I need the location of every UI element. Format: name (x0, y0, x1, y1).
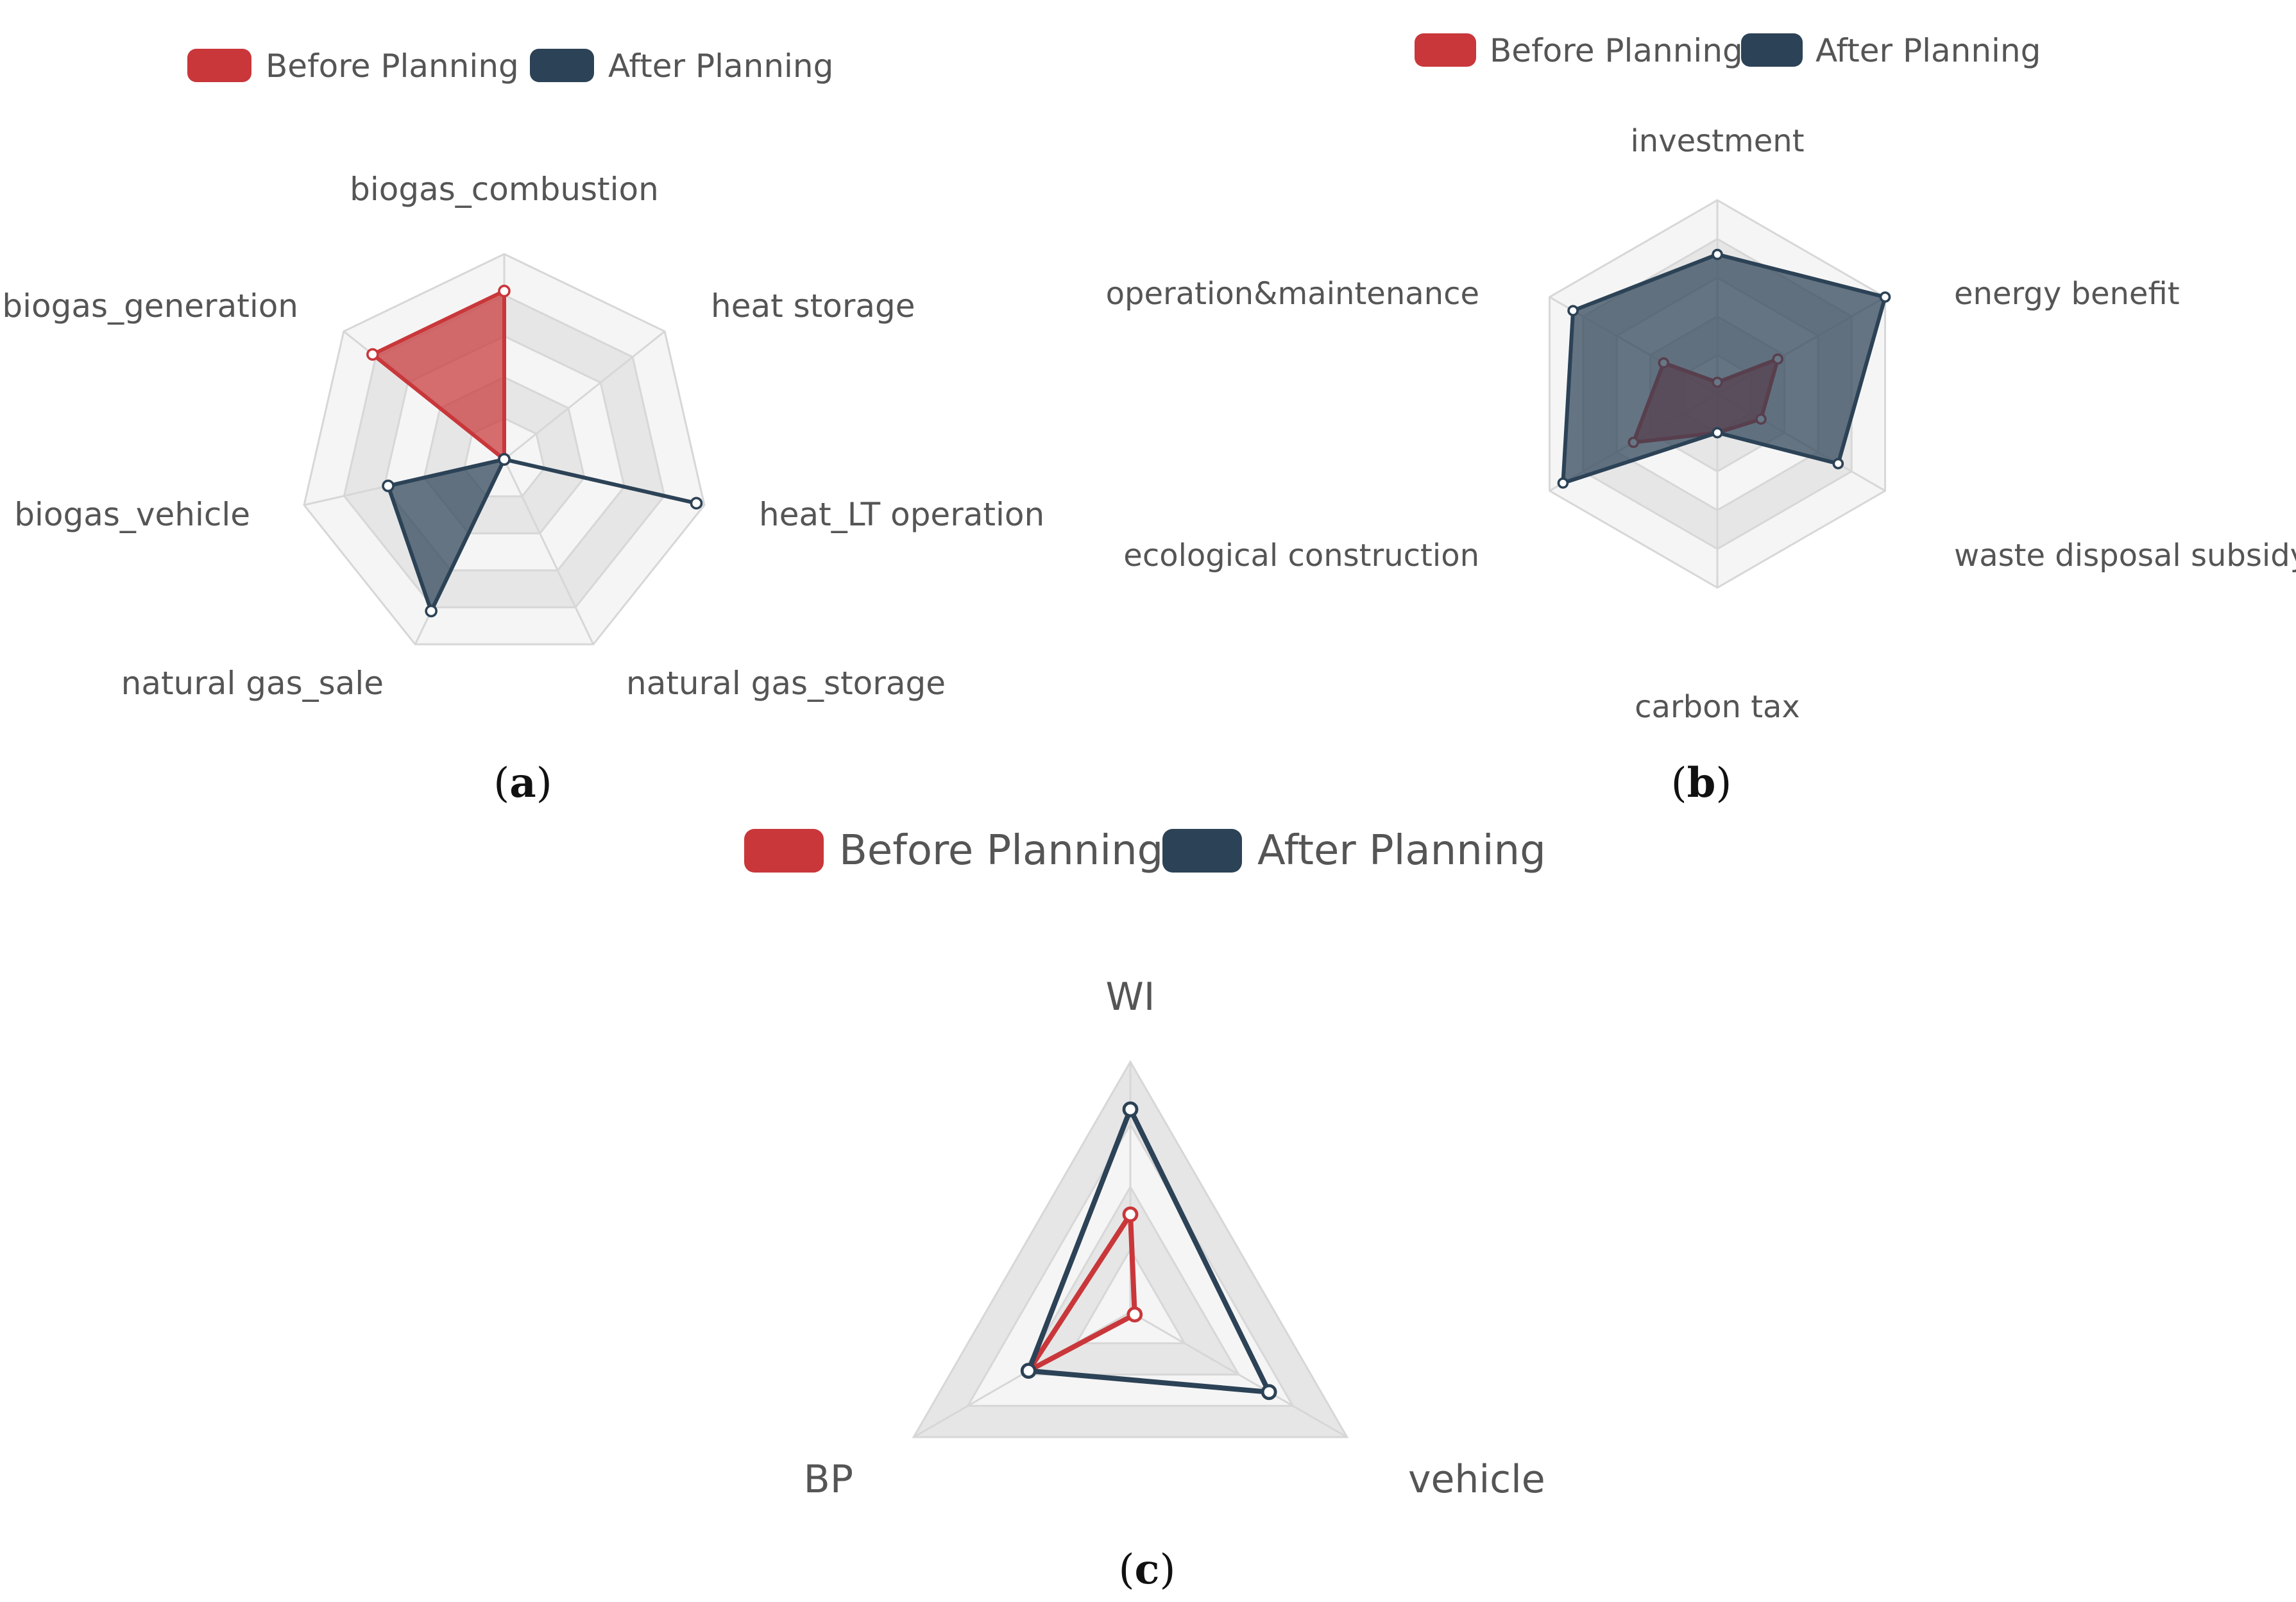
axis-labels-c: WI vehicle BP (804, 975, 1545, 1502)
series-area-before-a (370, 289, 506, 461)
radar-series-a (366, 284, 703, 618)
legend-swatch-after-c (1162, 829, 1242, 873)
axis-label-b-3: carbon tax (1635, 689, 1800, 725)
axis-label-a-2: heat_LT operation (759, 496, 1044, 533)
axis-labels-b: investment energy benefit waste disposal… (1106, 123, 2296, 725)
legend-label-before-c: Before Planning (839, 827, 1163, 874)
legend-swatch-before-c (744, 829, 824, 873)
data-point-after-b-1 (1879, 291, 1891, 303)
data-point-after-a-2 (690, 497, 703, 510)
data-point-after-a-6 (498, 453, 511, 466)
data-point-after-b-5 (1567, 305, 1579, 316)
data-point-after-c-1 (1261, 1384, 1277, 1401)
panel-caption-b: (b) (1671, 759, 1732, 807)
data-point-before-c-0 (1122, 1206, 1139, 1223)
data-point-after-a-4 (425, 604, 438, 618)
legend-swatch-before-a (187, 49, 251, 82)
axis-label-a-4: natural gas_sale (121, 665, 384, 702)
data-point-after-b-4 (1557, 477, 1569, 489)
legend-label-after-b: After Planning (1816, 32, 2041, 69)
axis-label-c-0: WI (1105, 975, 1155, 1019)
radar-series-c (1020, 1101, 1277, 1401)
series-area-after-a (386, 457, 699, 613)
legend-a: Before Planning After Planning (187, 47, 833, 85)
legend-swatch-after-a (530, 49, 594, 82)
radar-series-b (1557, 248, 1891, 489)
data-point-after-a-5 (382, 479, 395, 493)
data-point-after-c-0 (1122, 1101, 1139, 1118)
legend-label-after-a: After Planning (608, 47, 833, 85)
axis-label-b-0: investment (1630, 123, 1804, 159)
axis-label-c-2: BP (804, 1457, 853, 1502)
data-point-after-b-0 (1712, 248, 1723, 260)
data-point-after-b-3 (1712, 427, 1723, 439)
axis-label-a-0: biogas_combustion (350, 171, 659, 208)
axis-label-b-1: energy benefit (1954, 276, 2180, 312)
radar-panel-c: Before Planning After Planning WI vehicl… (744, 827, 1546, 1594)
grid-spoke-a-3 (503, 459, 595, 645)
panel-caption-letter-a: a (509, 759, 536, 807)
grid-spoke-a-1 (504, 330, 666, 461)
legend-label-before-b: Before Planning (1490, 32, 1743, 69)
radar-panel-b: Before Planning After Planning investmen… (1106, 32, 2296, 807)
data-point-after-c-2 (1020, 1363, 1037, 1379)
panel-caption-letter-b: b (1687, 759, 1716, 807)
legend-label-after-c: After Planning (1257, 827, 1546, 874)
legend-swatch-after-b (1741, 33, 1803, 67)
radar-panel-a: Before Planning After Planning biogas_co… (2, 47, 1044, 807)
axis-label-b-4: ecological construction (1123, 538, 1479, 574)
data-point-before-a-6 (366, 348, 379, 361)
axis-label-a-5: biogas_vehicle (14, 496, 250, 533)
axis-label-a-1: heat storage (711, 287, 915, 325)
axis-label-b-2: waste disposal subsidy (1954, 538, 2296, 574)
data-point-before-a-0 (498, 284, 511, 298)
legend-label-before-a: Before Planning (266, 47, 519, 85)
axis-labels-a: biogas_combustion heat storage heat_LT o… (2, 171, 1044, 702)
panel-caption-letter-c: c (1135, 1546, 1160, 1594)
axis-label-a-3: natural gas_storage (626, 665, 946, 702)
legend-b: Before Planning After Planning (1415, 32, 2041, 69)
data-point-before-c-1 (1127, 1306, 1143, 1323)
axis-label-a-6: biogas_generation (2, 287, 298, 325)
legend-swatch-before-b (1415, 33, 1476, 67)
grid-spoke-c-1 (1130, 1311, 1348, 1438)
axis-label-c-1: vehicle (1408, 1457, 1545, 1502)
panel-caption-c: (c) (1119, 1546, 1176, 1594)
series-area-after-c (1026, 1107, 1272, 1395)
axis-label-b-5: operation&maintenance (1106, 276, 1479, 312)
panel-caption-a: (a) (493, 759, 552, 807)
data-point-after-b-2 (1832, 457, 1844, 470)
series-area-before-c (1026, 1211, 1137, 1374)
legend-c: Before Planning After Planning (744, 827, 1546, 874)
